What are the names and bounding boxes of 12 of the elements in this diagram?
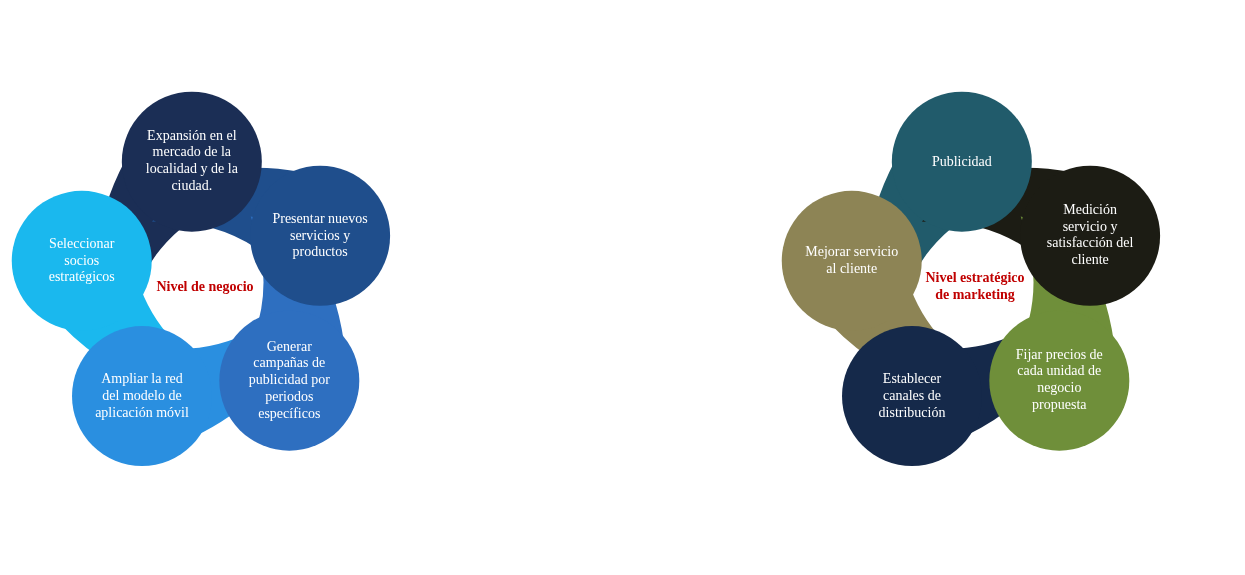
petal-text: Establecer canales de distribución [877, 370, 947, 422]
petal-text: Expansión en el mercado de la localidad y de la ciudad. [144, 128, 239, 196]
center-title: Nivel estratégico de marketing [924, 270, 1026, 304]
petal-text: Mejorar servicio al cliente [804, 244, 900, 278]
petal-text: Fijar precios de cada unidad de negocio propuesta [1014, 347, 1104, 415]
center-title: Nivel de negocio [155, 278, 255, 296]
petal-text: Medición servicio y satisfacción del cliente [1045, 202, 1135, 270]
petal-text: Ampliar la red del modelo de aplicación móvil [94, 370, 190, 422]
petal-text: Seleccionar socios estratégicos [47, 235, 116, 286]
petal-text: Generar campañas de publicidad por periodos específicos [247, 338, 331, 423]
petal-text: Publicidad [930, 153, 993, 171]
petal-text: Presentar nuevos servicios y productos [271, 210, 369, 261]
